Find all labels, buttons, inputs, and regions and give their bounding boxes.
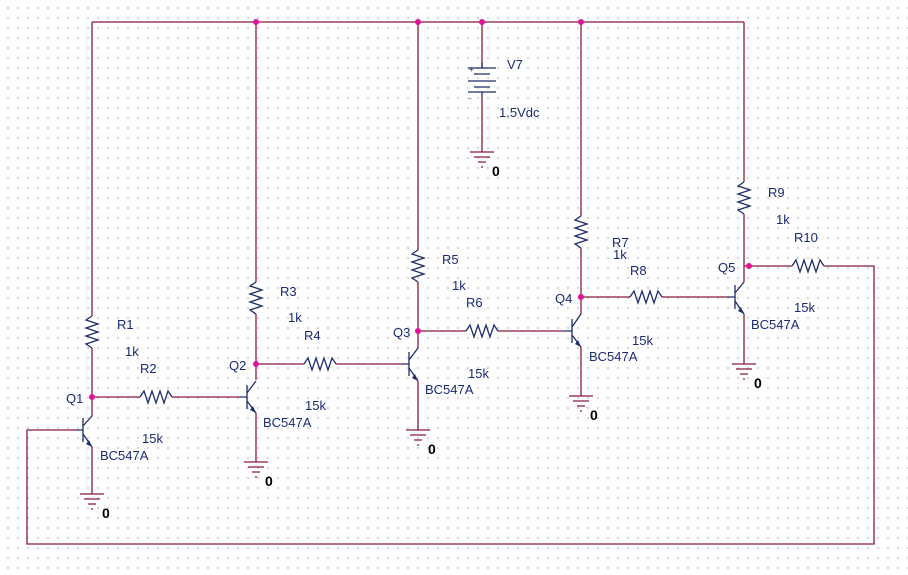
resistor-r1-value: 1k bbox=[125, 344, 139, 359]
base-resistors bbox=[139, 257, 825, 406]
resistor-r4-symbol bbox=[303, 355, 337, 373]
transistor-q4-symbol bbox=[564, 313, 582, 348]
transistor-q2-symbol bbox=[239, 380, 257, 414]
resistor-r7-name: R7 bbox=[612, 235, 629, 250]
junction-dot bbox=[746, 263, 752, 269]
ground-icon bbox=[470, 151, 494, 168]
ground-icon bbox=[732, 363, 756, 380]
resistor-r6-name: R6 bbox=[466, 295, 483, 310]
wires bbox=[26, 21, 875, 545]
transistor-q3-symbol bbox=[401, 347, 419, 382]
resistor-r10-value: 15k bbox=[794, 300, 815, 315]
resistor-r8-symbol bbox=[629, 288, 663, 306]
transistor-q5-symbol bbox=[727, 281, 745, 315]
resistor-r5-value: 1k bbox=[452, 278, 466, 293]
ground-label: 0 bbox=[265, 473, 273, 489]
resistor-r6-value: 15k bbox=[468, 366, 489, 381]
battery-v7-symbol bbox=[468, 62, 496, 98]
ground-symbols bbox=[80, 151, 756, 510]
resistor-r5-name: R5 bbox=[442, 252, 459, 267]
resistor-r7-value: 1k bbox=[613, 247, 627, 262]
ground-icon bbox=[80, 493, 104, 510]
junction-dot bbox=[578, 19, 584, 25]
junctions bbox=[89, 19, 752, 400]
feedback-wire bbox=[26, 265, 875, 545]
resistor-r10-symbol bbox=[791, 257, 825, 275]
transistor-q1-symbol bbox=[75, 415, 93, 448]
ground-label: 0 bbox=[492, 163, 500, 179]
source-plus: + bbox=[469, 65, 474, 74]
transistor-q4-name: Q4 bbox=[555, 291, 572, 306]
resistor-r2-value: 15k bbox=[142, 431, 163, 446]
ground-icon bbox=[406, 429, 430, 446]
junction-dot bbox=[479, 19, 485, 25]
resistor-r9-value: 1k bbox=[776, 212, 790, 227]
junction-dot bbox=[578, 294, 584, 300]
resistor-r4-name: R4 bbox=[304, 328, 321, 343]
resistor-r1-symbol bbox=[83, 315, 101, 349]
resistor-r9-symbol bbox=[735, 181, 753, 215]
resistor-r8-name: R8 bbox=[630, 263, 647, 278]
transistor-q5-model: BC547A bbox=[751, 317, 800, 332]
transistor-q3-model: BC547A bbox=[425, 382, 474, 397]
resistor-r3-symbol bbox=[247, 281, 265, 315]
transistor-q5-name: Q5 bbox=[718, 260, 735, 275]
source-minus: - bbox=[469, 94, 472, 103]
collector-resistors bbox=[83, 181, 753, 349]
ground-icon bbox=[244, 461, 268, 478]
transistor-q1-name: Q1 bbox=[66, 391, 83, 406]
junction-dot bbox=[415, 19, 421, 25]
ground-label: 0 bbox=[102, 505, 110, 521]
resistor-r4-value: 15k bbox=[305, 398, 326, 413]
ground-label: 0 bbox=[428, 441, 436, 457]
junction-dot bbox=[415, 328, 421, 334]
transistor-q2-name: Q2 bbox=[229, 358, 246, 373]
resistor-r7-symbol bbox=[572, 215, 590, 249]
source-value: 1.5Vdc bbox=[499, 105, 540, 120]
resistor-r2-symbol bbox=[139, 388, 173, 406]
resistor-r10-name: R10 bbox=[794, 230, 818, 245]
resistor-r5-symbol bbox=[409, 249, 427, 283]
ground-label: 0 bbox=[754, 375, 762, 391]
resistor-r8-value: 15k bbox=[632, 333, 653, 348]
junction-dot bbox=[89, 394, 95, 400]
transistor-q2-model: BC547A bbox=[263, 415, 312, 430]
transistor-q1-model: BC547A bbox=[100, 448, 149, 463]
resistor-r3-name: R3 bbox=[280, 284, 297, 299]
resistor-r6-symbol bbox=[465, 322, 499, 340]
transistor-q3-name: Q3 bbox=[393, 325, 410, 340]
transistor-q4-model: BC547A bbox=[589, 349, 638, 364]
resistor-r2-name: R2 bbox=[140, 361, 157, 376]
ground-icon bbox=[569, 395, 593, 412]
resistor-r1-name: R1 bbox=[117, 317, 134, 332]
junction-dot bbox=[253, 361, 259, 367]
resistor-r9-name: R9 bbox=[768, 185, 785, 200]
ground-label: 0 bbox=[590, 407, 598, 423]
resistor-r3-value: 1k bbox=[288, 310, 302, 325]
source-name: V7 bbox=[507, 57, 523, 72]
labels: V7 1.5Vdc + - 0 0 0 0 0 0 Q1 Q2 Q3 Q4 Q5… bbox=[66, 57, 818, 521]
junction-dot bbox=[253, 19, 259, 25]
